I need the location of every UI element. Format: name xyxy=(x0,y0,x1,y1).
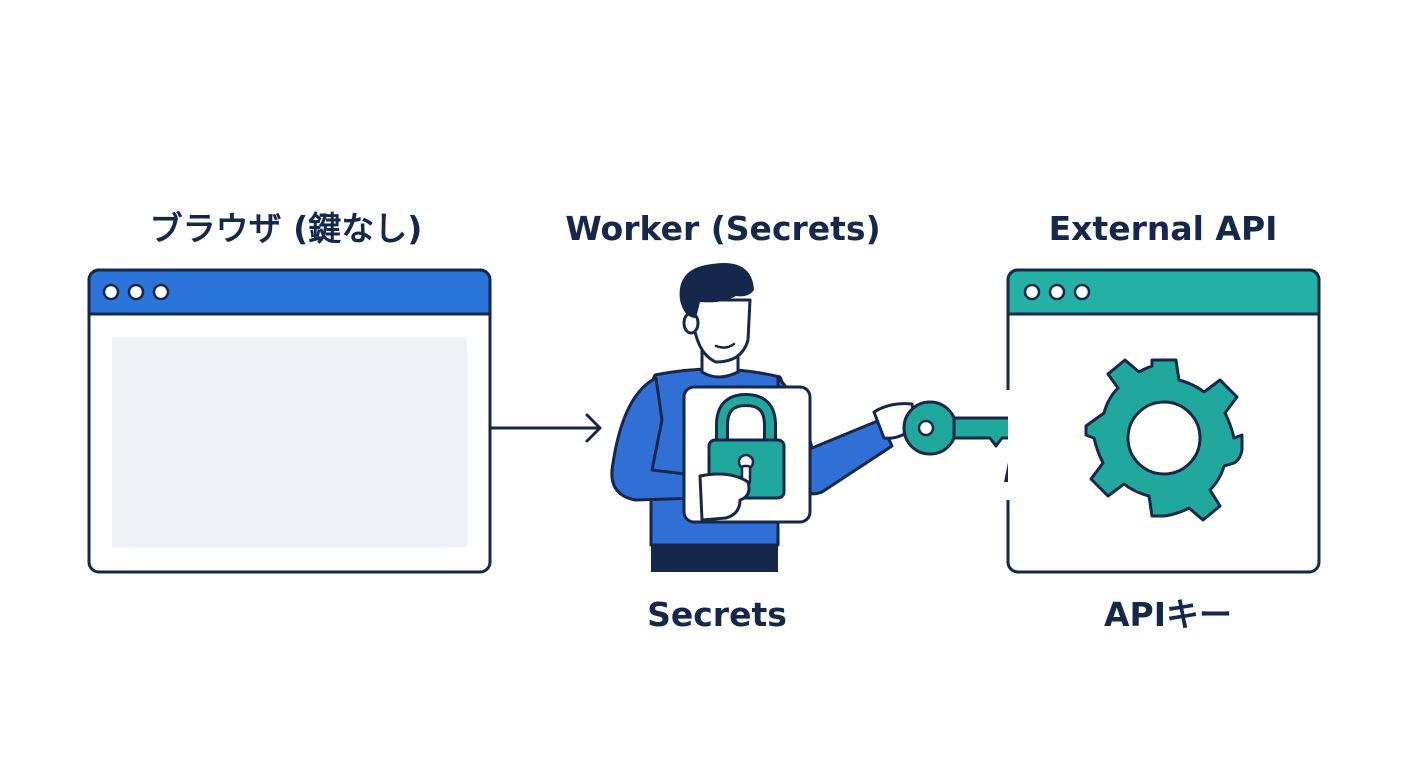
browser-content-panel xyxy=(112,337,467,547)
gear-icon xyxy=(1084,358,1244,522)
browser-window-icon xyxy=(87,268,492,574)
arrow-right-icon xyxy=(490,413,602,443)
left-hand xyxy=(698,472,751,522)
api-title: External API xyxy=(1048,209,1278,248)
api-caption: APIキー xyxy=(1103,595,1233,634)
worker-title: Worker (Secrets) xyxy=(565,209,881,248)
browser-title: ブラウザ (鍵なし) xyxy=(149,209,423,248)
worker-caption: Secrets xyxy=(647,595,787,634)
